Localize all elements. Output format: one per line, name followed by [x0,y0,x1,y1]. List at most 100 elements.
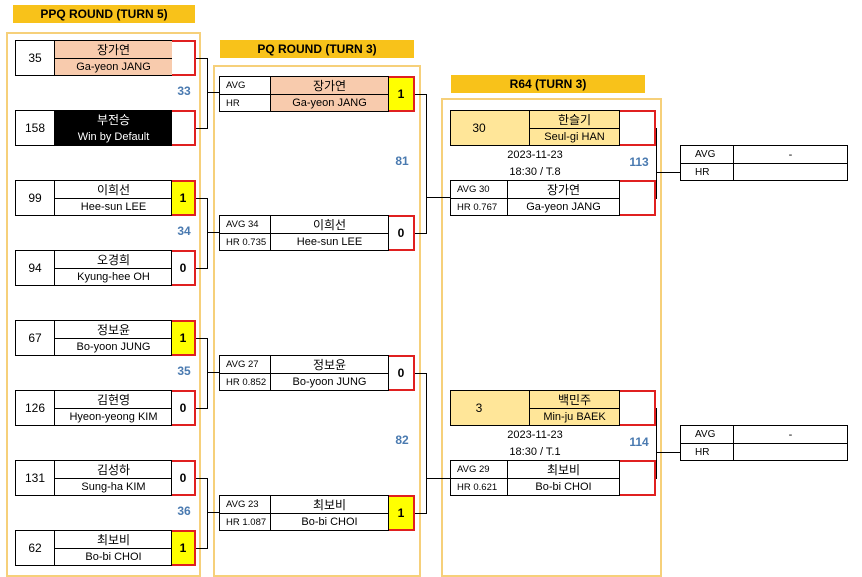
pq-score-box: 0 [389,355,415,391]
player-seed: 99 [28,191,42,205]
player-name-en: Ga-yeon JANG [270,94,388,111]
match-number: 34 [177,224,191,238]
bracket-line [207,92,219,93]
bracket-line [656,408,657,479]
ppq-score-box: 1 [172,180,196,216]
player-score: 0 [179,401,187,415]
r64-score-box [620,390,656,426]
player-name-kr: 한슬기 [529,111,619,128]
bracket-line [415,233,427,234]
bracket-line [196,338,208,339]
match-number: 114 [629,435,649,449]
next-hr-value [733,443,847,460]
player-hr: HR 0.735 [220,233,270,250]
player-hr: HR [220,94,270,111]
player-score: 1 [397,506,405,520]
bracket-line [656,172,680,173]
player-name-kr: 부전승 [96,113,131,127]
player-hr: HR 0.852 [220,373,270,390]
player-name-en: Bo-yoon JUNG [270,373,388,390]
match-number: 33 [177,84,191,98]
r64-round-header: R64 (TURN 3) [451,75,645,93]
player-score: 0 [179,261,187,275]
bracket-line [196,478,208,479]
next-avg-value: - [733,426,847,443]
player-name-en: Win by Default [77,130,150,143]
match-number: 82 [395,433,409,447]
bracket-line [207,478,208,549]
match-number: 36 [177,504,191,518]
match-number: 113 [629,155,649,169]
player-seed: 30 [472,121,486,135]
ppq-score-box [172,40,196,76]
bracket-line [656,452,680,453]
player-name-en: Ga-yeon JANG [507,198,619,215]
ppq-score-box: 0 [172,390,196,426]
r64-score-box [620,110,656,146]
bracket-line [196,128,208,129]
player-seed: 3 [475,401,483,415]
ppq-score-box: 0 [172,250,196,286]
player-seed: 126 [24,401,46,415]
player-avg: AVG [226,80,246,91]
next-avg-value: - [733,146,847,163]
bracket-line [196,58,208,59]
player-score: 1 [179,331,187,345]
match-time-table: 18:30 / T.8 [509,166,561,178]
next-hr-value [733,163,847,180]
bracket-line [656,128,657,199]
pq-score-box: 1 [389,76,415,112]
player-name-en: Ga-yeon JANG [55,58,172,75]
next-avg-label: AVG [695,429,716,440]
player-score: 0 [397,366,405,380]
player-name-en: Hyeon-yeong KIM [55,408,172,425]
player-seed: 35 [28,51,42,65]
bracket-line [426,94,427,234]
player-name-cell: 부전승 Win by Default [54,111,171,145]
player-hr: HR 1.087 [220,513,270,530]
r64-score-box [620,180,656,216]
ppq-score-box: 1 [172,530,196,566]
player-name-kr: 장가연 [270,77,388,94]
player-hr: HR 0.767 [451,198,507,215]
player-name-kr: 이희선 [96,183,131,197]
player-name-kr: 김현영 [96,393,131,407]
player-name-en: Bo-bi CHOI [270,513,388,530]
player-score: 1 [179,541,187,555]
bracket-line [207,198,208,269]
match-number: 81 [395,154,409,168]
player-score: 0 [397,226,405,240]
player-name-kr: 김성하 [96,463,131,477]
bracket-line [196,408,208,409]
player-name-en: Hee-sun LEE [55,198,172,215]
player-avg: AVG 30 [457,184,490,195]
bracket-line [207,338,208,409]
player-seed: 67 [28,331,42,345]
player-seed: 62 [28,541,42,555]
ppq-score-box: 0 [172,460,196,496]
player-avg: AVG 27 [226,359,259,370]
bracket-line [207,512,219,513]
player-name-en: Sung-ha KIM [55,478,172,495]
pq-score-box: 1 [389,495,415,531]
